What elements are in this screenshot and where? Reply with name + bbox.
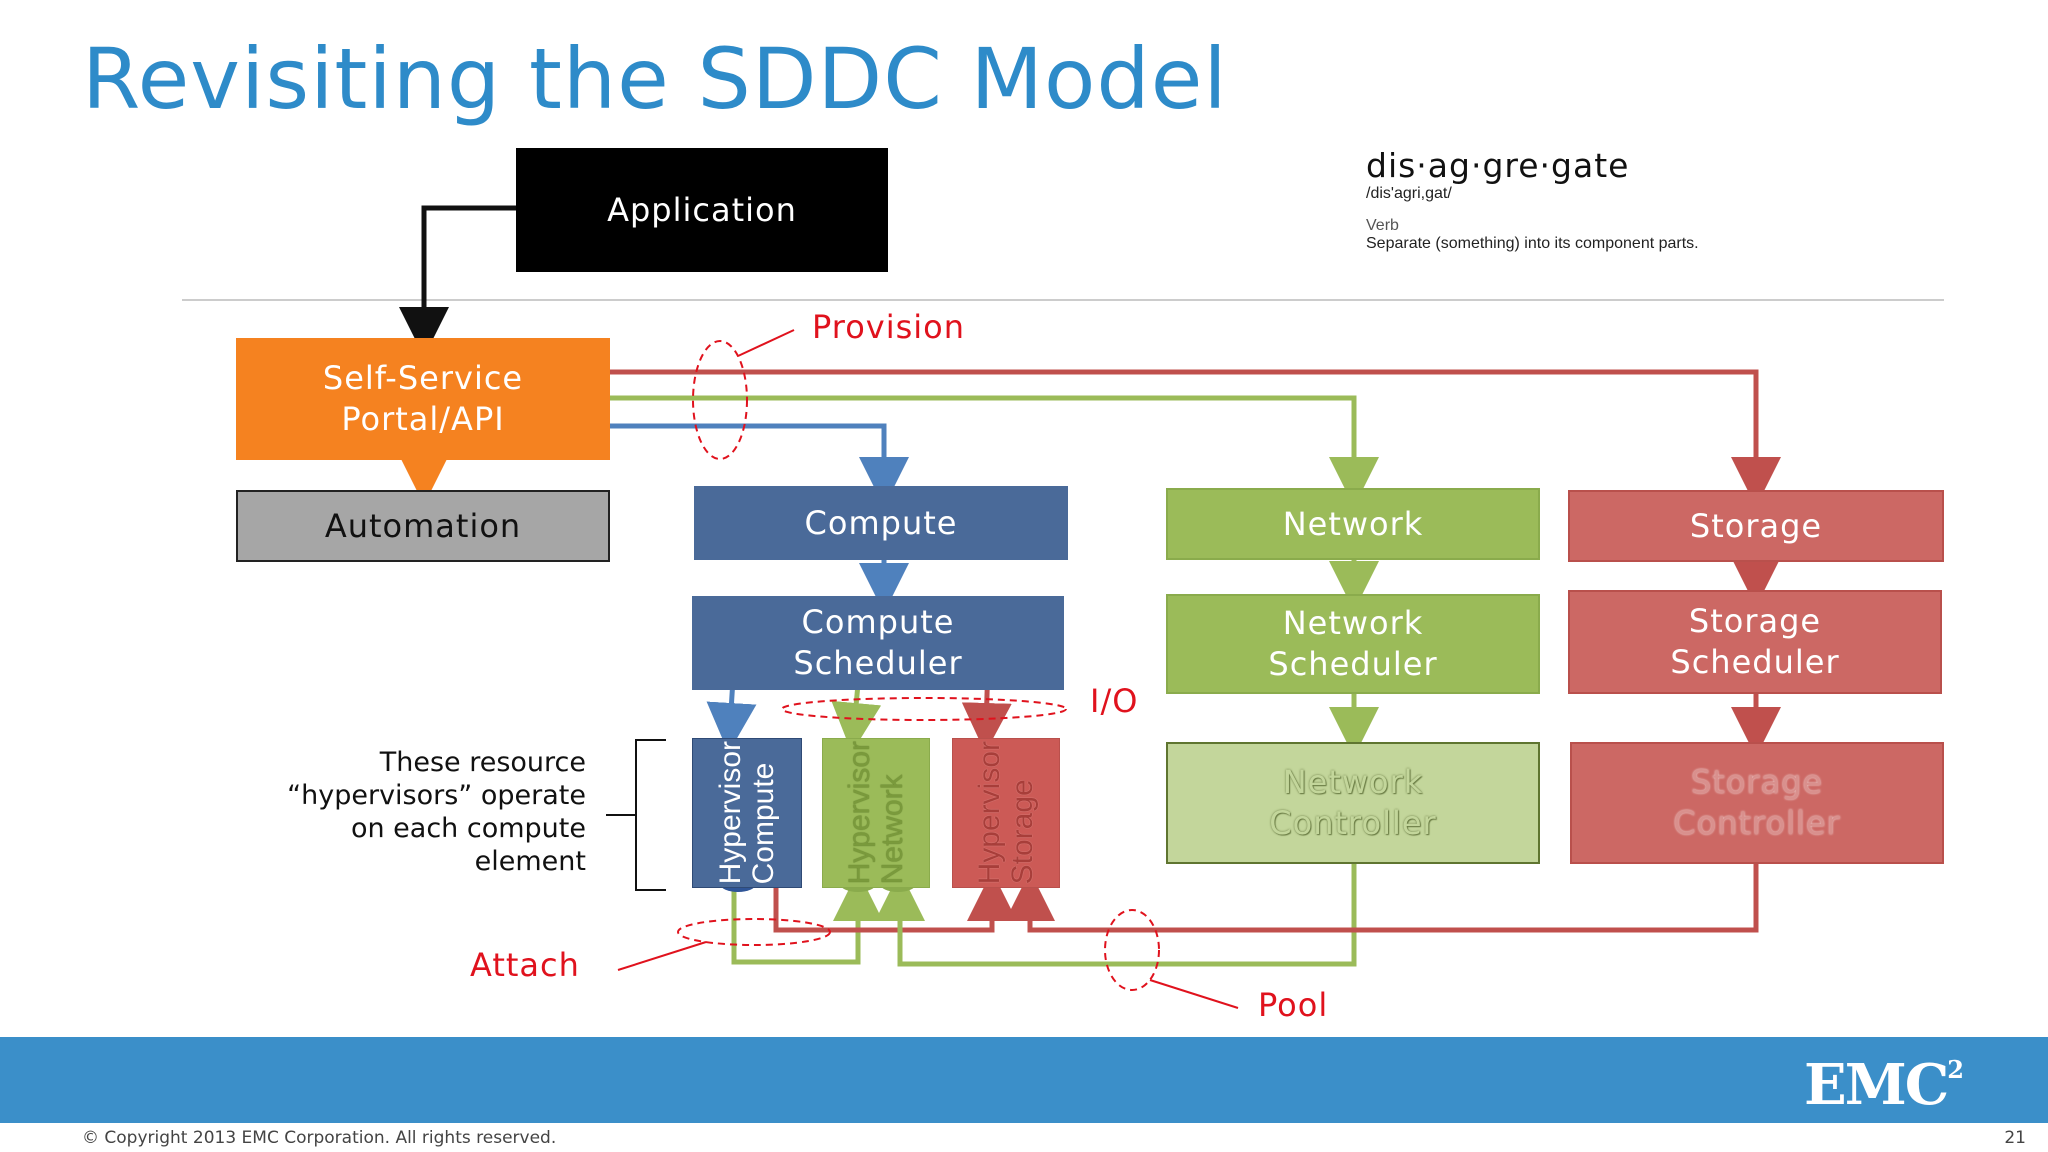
provision-storage-line xyxy=(608,369,1781,507)
compute-scheduler-line2: Scheduler xyxy=(793,644,963,682)
compute-label: Compute xyxy=(804,503,958,542)
storage-scheduler-box: Storage Scheduler xyxy=(1568,590,1942,694)
storage-controller-box: Storage Controller xyxy=(1570,742,1944,864)
network-scheduler-box: Network Scheduler xyxy=(1166,594,1540,694)
network-scheduler-line1: Network xyxy=(1282,604,1424,643)
compute-box: Compute xyxy=(694,486,1068,560)
storage-scheduler-line2: Scheduler xyxy=(1670,643,1840,681)
network-hypervisor-line1: Network xyxy=(876,774,909,885)
automation-box: Automation xyxy=(236,490,610,562)
note-line: These resource xyxy=(379,747,586,778)
page-title: Revisiting the SDDC Model xyxy=(82,30,1228,128)
storage-hypervisor-line1: Storage xyxy=(1006,779,1039,885)
storage-scheduler-line1: Storage xyxy=(1688,602,1822,641)
definition-meaning: Separate (something) into its component … xyxy=(1366,235,1699,252)
application-label: Application xyxy=(607,190,797,229)
storage-controller-line1: Storage xyxy=(1690,763,1824,802)
attach-pointer xyxy=(617,941,707,971)
pool-ellipse xyxy=(1104,909,1160,991)
pool-pointer xyxy=(1149,979,1239,1009)
network-hypervisor-box: Network Hypervisor xyxy=(822,738,930,888)
definition-pronunciation: /dis'agri,gat/ xyxy=(1366,185,1452,202)
compute-hypervisor-box: Compute Hypervisor xyxy=(692,738,802,888)
io-label: I/O xyxy=(1090,682,1139,720)
pool-network-line xyxy=(875,864,1357,967)
application-arrow xyxy=(399,205,516,357)
io-ellipse xyxy=(781,697,1067,721)
provision-compute-line xyxy=(608,423,909,507)
definition-pos: Verb xyxy=(1366,217,1399,234)
note-line: element xyxy=(474,846,586,877)
definition-word: dis·ag·gre·gate xyxy=(1366,146,1630,185)
emc-logo: EMC2 xyxy=(1804,1052,1964,1118)
compute-hypervisor-line1: Compute xyxy=(747,762,780,885)
application-box: Application xyxy=(516,148,888,272)
pool-storage-line xyxy=(1005,864,1759,933)
definition-block: dis·ag·gre·gate /dis'agri,gat/ Verb Sepa… xyxy=(1366,146,1699,253)
note-line: on each compute xyxy=(350,813,586,844)
network-controller-box: Network Controller xyxy=(1166,742,1540,864)
storage-box: Storage xyxy=(1568,490,1944,562)
network-hypervisor-line2: Hypervisor xyxy=(842,741,876,885)
provision-label: Provision xyxy=(812,308,966,346)
provision-pointer xyxy=(737,329,795,357)
page-number: 21 xyxy=(2004,1128,2026,1148)
compute-scheduler-line1: Compute xyxy=(801,603,955,642)
note-line: “hypervisors” operate xyxy=(287,780,586,811)
copyright-text: © Copyright 2013 EMC Corporation. All ri… xyxy=(82,1128,557,1148)
network-controller-line1: Network xyxy=(1282,763,1424,802)
portal-label-line2: Portal/API xyxy=(341,400,505,438)
portal-label-line1: Self-Service xyxy=(322,359,524,398)
attach-network-line xyxy=(731,871,883,965)
logo-text: EMC xyxy=(1804,1052,1949,1118)
footer-bar: EMC2 xyxy=(0,1037,2048,1123)
network-box: Network xyxy=(1166,488,1540,560)
pool-label: Pool xyxy=(1258,986,1329,1024)
attach-ellipse xyxy=(677,918,831,946)
network-label: Network xyxy=(1282,504,1424,543)
provision-ellipse xyxy=(692,340,748,460)
self-service-portal-box: Self-Service Portal/API xyxy=(236,338,610,460)
storage-hypervisor-line2: Hypervisor xyxy=(972,741,1006,885)
automation-label: Automation xyxy=(324,506,522,545)
network-scheduler-line2: Scheduler xyxy=(1268,645,1438,683)
compute-scheduler-box: Compute Scheduler xyxy=(692,596,1064,690)
hypervisor-note: These resource “hypervisors” operate on … xyxy=(226,746,586,878)
attach-label: Attach xyxy=(470,946,580,984)
compute-hypervisor-line2: Hypervisor xyxy=(713,741,747,885)
storage-label: Storage xyxy=(1689,506,1823,545)
network-controller-line2: Controller xyxy=(1269,804,1437,842)
logo-superscript: 2 xyxy=(1947,1055,1964,1085)
note-bracket xyxy=(635,739,666,891)
storage-hypervisor-box: Storage Hypervisor xyxy=(952,738,1060,888)
provision-network-line xyxy=(608,395,1379,507)
storage-controller-line2: Controller xyxy=(1673,804,1841,842)
attach-storage-line xyxy=(773,871,1017,933)
